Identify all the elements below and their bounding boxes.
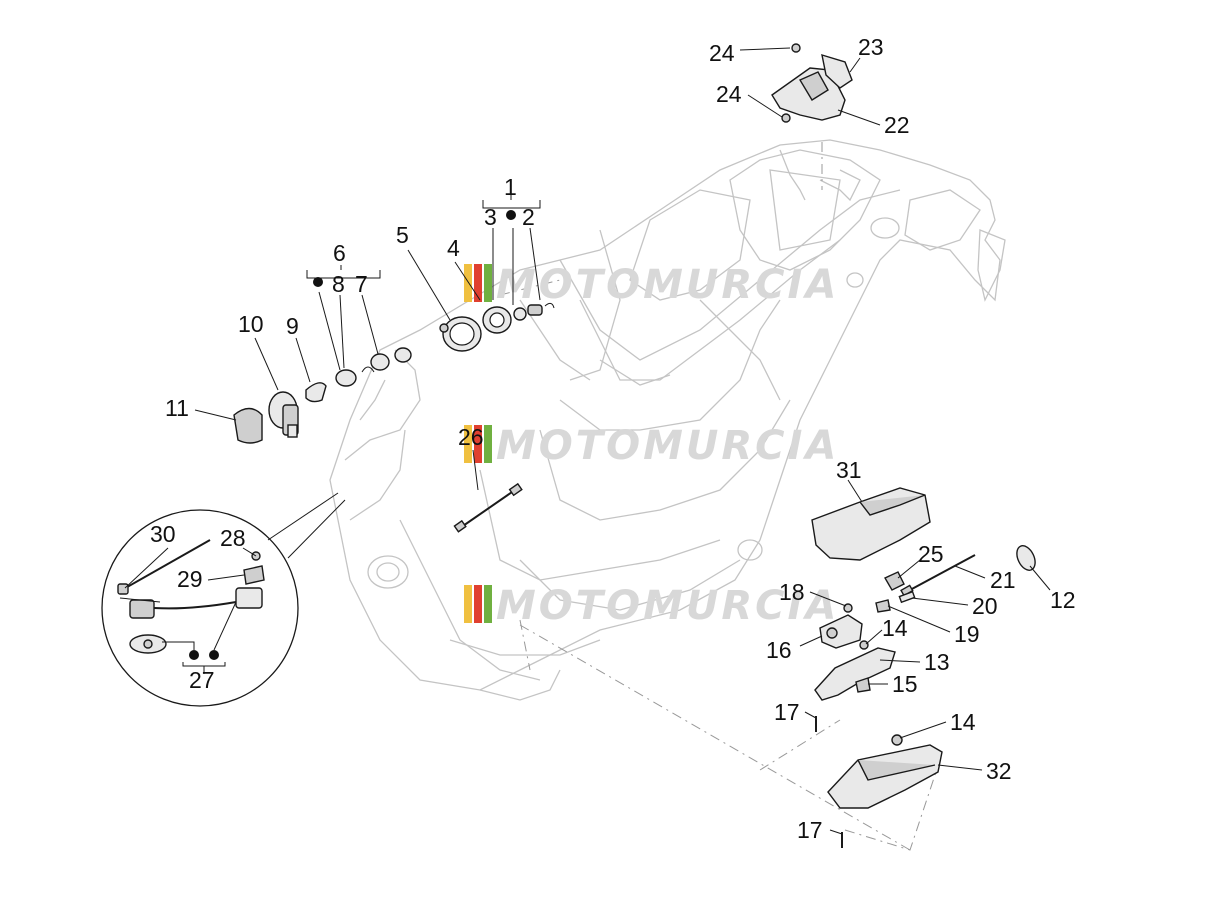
part-11-cap[interactable] [233, 407, 263, 444]
callout-28: 28 [220, 525, 246, 551]
callout-21: 21 [990, 567, 1016, 593]
callout-14-lower: 14 [950, 709, 976, 735]
watermark-bottom: MOTOMURCIA [464, 583, 839, 629]
part-22-bracket[interactable] [771, 67, 846, 121]
callout-12: 12 [1050, 587, 1076, 613]
watermark-top: MOTOMURCIA [464, 262, 839, 308]
part-31-cover[interactable] [811, 487, 931, 561]
watermark-text: MOTOMURCIA [496, 262, 839, 308]
part-16-actuator[interactable] [819, 614, 863, 649]
part-13-bracket[interactable] [814, 647, 896, 701]
callout-9: 9 [286, 313, 299, 339]
part-10-lock-body[interactable] [268, 391, 299, 438]
leader-lines [194, 47, 1051, 835]
watermark-stripe [464, 585, 472, 623]
kit-dot [313, 277, 323, 287]
watermark-stripe [484, 425, 492, 463]
watermark-stripe [484, 585, 492, 623]
assembly-dashed-lines [499, 142, 941, 851]
watermark-middle: MOTOMURCIA [464, 423, 839, 469]
callout-14-upper: 14 [882, 615, 908, 641]
callout-24-top: 24 [709, 40, 735, 66]
callout-27: 27 [189, 667, 215, 693]
callout-7: 7 [355, 271, 368, 297]
callout-20: 20 [972, 593, 998, 619]
callout-3: 3 [484, 204, 497, 230]
watermark-stripe [484, 264, 492, 302]
callout-24-side: 24 [716, 81, 742, 107]
watermark-stripe [474, 264, 482, 302]
callout-13: 13 [924, 649, 950, 675]
part-5-lock-ring[interactable] [439, 316, 482, 352]
part-19-bolt[interactable] [875, 599, 891, 613]
callout-32: 32 [986, 758, 1012, 784]
callout-31: 31 [836, 457, 862, 483]
part-14-screw-lower[interactable] [891, 734, 903, 746]
watermark-stripe [474, 585, 482, 623]
callout-19: 19 [954, 621, 980, 647]
callout-10: 10 [238, 311, 264, 337]
part-12-ring[interactable] [1013, 543, 1038, 573]
kit-dot [506, 210, 516, 220]
part-2-spring-pin[interactable] [527, 302, 555, 316]
part-20-pin[interactable] [898, 590, 916, 604]
callout-4: 4 [447, 235, 460, 261]
part-30-cable-tie[interactable] [117, 539, 211, 595]
callout-17-lower: 17 [797, 817, 823, 843]
callout-2: 2 [522, 204, 535, 230]
callout-1: 1 [504, 174, 517, 200]
callout-25: 25 [918, 541, 944, 567]
watermark-text: MOTOMURCIA [496, 583, 839, 629]
part-26-cable[interactable] [453, 482, 523, 533]
part-29-clip[interactable] [243, 565, 265, 585]
part-32-tray[interactable] [827, 744, 943, 809]
callout-23: 23 [858, 34, 884, 60]
part-24-screw-top[interactable] [791, 43, 801, 53]
part-4-lock-seat[interactable] [482, 306, 512, 334]
callout-26: 26 [458, 424, 484, 450]
callout-11: 11 [165, 395, 189, 421]
watermark-stripe [474, 425, 482, 463]
scooter-frame [329, 139, 1006, 701]
part-27-sensor-wiring[interactable] [129, 587, 263, 654]
part-14-screw-upper[interactable] [859, 640, 869, 650]
part-3-washer[interactable] [513, 307, 527, 321]
callout-18: 18 [779, 579, 805, 605]
part-15-clip[interactable] [855, 677, 871, 693]
part-7-spring[interactable] [361, 347, 412, 373]
callout-22: 22 [884, 112, 910, 138]
callout-16: 16 [766, 637, 792, 663]
part-25-connector[interactable] [884, 571, 905, 591]
callout-6: 6 [333, 240, 346, 266]
part-8-cylinder[interactable] [335, 369, 357, 387]
watermark-stripe [464, 264, 472, 302]
inset-detail [101, 492, 346, 707]
callout-labels: 1 2 3 4 5 6 7 8 9 10 11 12 13 14 14 15 1… [150, 34, 1076, 843]
part-9-clip[interactable] [305, 382, 327, 403]
callout-30: 30 [150, 521, 176, 547]
callout-17-upper: 17 [774, 699, 800, 725]
callout-29: 29 [177, 566, 203, 592]
callout-15: 15 [892, 671, 918, 697]
callout-8: 8 [332, 271, 345, 297]
watermark-stripe [464, 425, 472, 463]
part-23-hinge[interactable] [821, 53, 853, 89]
watermark-text: MOTOMURCIA [496, 423, 839, 469]
callout-5: 5 [396, 222, 409, 248]
part-24-screw-side[interactable] [781, 113, 791, 123]
